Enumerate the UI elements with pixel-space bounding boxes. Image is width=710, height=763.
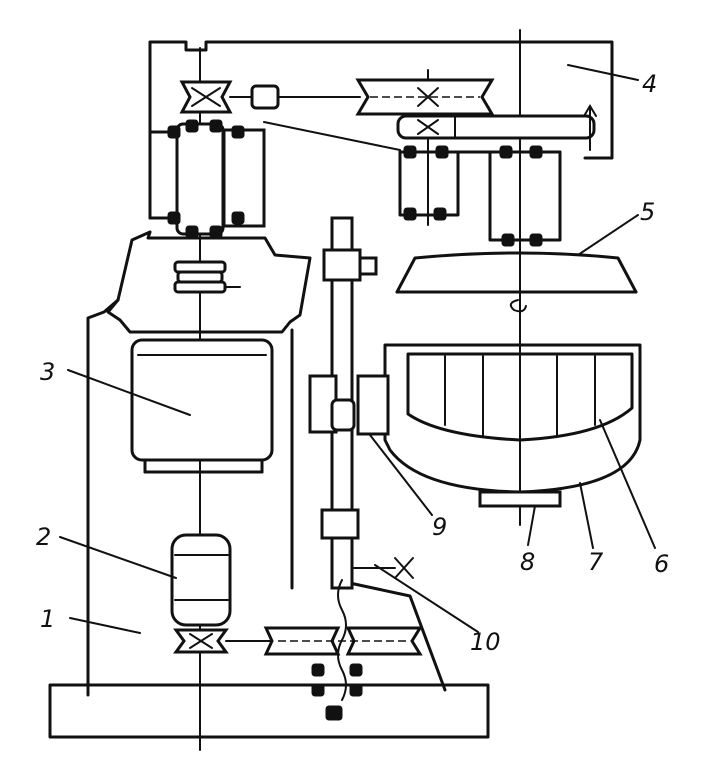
- leader-lines: [59, 64, 656, 634]
- upper-bearing-housing: [167, 119, 401, 239]
- label-9: 9: [432, 513, 447, 541]
- electric-motor: [130, 338, 274, 474]
- drum-housing: [356, 343, 642, 494]
- right-bearing-housings: [398, 145, 562, 247]
- label-8: 8: [520, 548, 535, 576]
- part-labels: 1 2 3 4 5 6 7 8 9 10: [36, 70, 669, 656]
- label-5: 5: [640, 198, 655, 226]
- label-2: 2: [36, 523, 51, 551]
- drum-outlet: [478, 490, 562, 508]
- clutch-unit: [170, 533, 232, 627]
- drum-lid: [395, 251, 638, 313]
- label-7: 7: [588, 548, 604, 576]
- base-plate: [48, 683, 490, 739]
- label-1: 1: [40, 605, 55, 633]
- change-gear-bar: [396, 104, 597, 151]
- frame-column: [86, 230, 447, 697]
- label-6: 6: [654, 550, 669, 578]
- drum-basket: [406, 352, 634, 442]
- motor-head-casing: [106, 230, 312, 334]
- bottom-gear-train: [173, 626, 423, 721]
- label-3: 3: [40, 358, 55, 386]
- label-4: 4: [642, 70, 657, 98]
- label-10: 10: [470, 628, 501, 656]
- top-gear-train: [179, 78, 495, 116]
- vertical-drive-column: [290, 216, 414, 701]
